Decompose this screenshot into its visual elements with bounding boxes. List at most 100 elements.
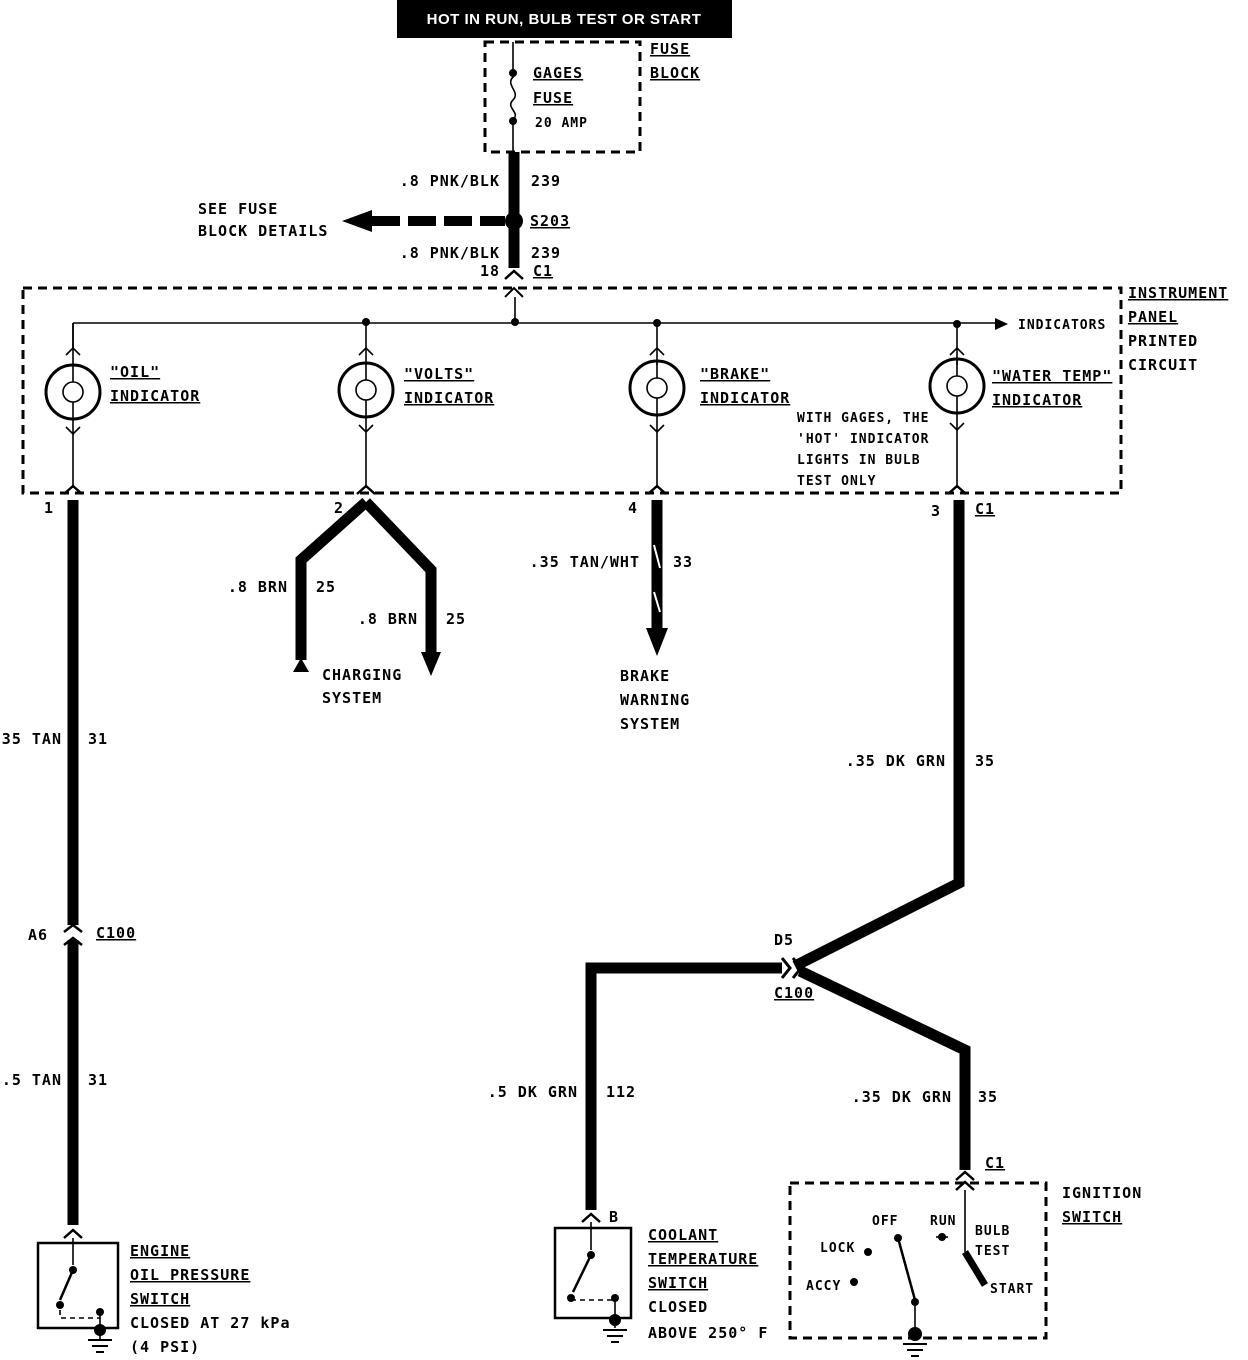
ip-label-line2: PANEL: [1128, 308, 1178, 326]
fuse-block-title-line1: FUSE: [650, 40, 690, 58]
supply-label-box: [397, 0, 732, 38]
oil-c100-connector: [63, 923, 83, 946]
brake-dest-line2: WARNING: [620, 691, 690, 709]
oil-switch-line4: CLOSED AT 27 kPa: [130, 1314, 291, 1332]
volts-left-wire-label: .8 BRN: [228, 578, 288, 596]
charging-system-right-arrow-icon: [421, 652, 441, 676]
feed-connector-symbol: [504, 269, 524, 280]
water-temp-bulb-icon: [928, 357, 986, 415]
brake-indicator-line1: "BRAKE": [700, 365, 770, 383]
pos-accy: ACCY: [806, 1279, 841, 1294]
fuse-rating: 20 AMP: [535, 116, 588, 131]
volts-wire-right: [362, 498, 437, 655]
brake-circuit: 33: [673, 553, 693, 571]
coolant-line2: TEMPERATURE: [648, 1250, 758, 1268]
supply-label: HOT IN RUN, BULB TEST OR START: [427, 11, 702, 28]
see-fuse-arrow-icon: [342, 210, 372, 232]
see-fuse-line2: BLOCK DETAILS: [198, 222, 328, 240]
ip-label-line4: CIRCUIT: [1128, 356, 1198, 374]
brake-dest-line1: BRAKE: [620, 667, 670, 685]
ip-label-line1: INSTRUMENT: [1128, 284, 1228, 302]
indicators-arrow-icon: [995, 318, 1008, 330]
water-pin: 3: [931, 502, 941, 520]
oil-upper-wire-label: .35 TAN: [0, 730, 62, 748]
coolant-line5: ABOVE 250° F: [648, 1324, 768, 1342]
ignition-blade: [896, 1237, 917, 1301]
ignition-switch: OFF RUN BULB TEST LOCK ACCY START: [788, 1180, 1048, 1357]
splice-name: S203: [530, 212, 570, 230]
ignition-start-contact: [962, 1250, 988, 1287]
water-note-line2: 'HOT' INDICATOR: [797, 432, 929, 447]
brake-dest-line3: SYSTEM: [620, 715, 680, 733]
water-temp-indicator-line2: INDICATOR: [992, 391, 1082, 409]
feed-connector-pin: 18: [480, 262, 500, 280]
water-note-line4: TEST ONLY: [797, 474, 876, 489]
ignition-title-line1: IGNITION: [1062, 1184, 1142, 1202]
charging-system-line2: SYSTEM: [322, 689, 382, 707]
ignition-wire: [797, 966, 971, 1170]
water-note-line3: LIGHTS IN BULB: [797, 453, 921, 468]
ignition-title-line2: SWITCH: [1062, 1208, 1122, 1226]
fuse-block-title-line2: BLOCK: [650, 64, 700, 82]
oil-lower-wire-label: .5 TAN: [2, 1071, 62, 1089]
brake-warning-arrow-icon: [646, 628, 668, 656]
volts-pin: 2: [334, 499, 344, 517]
pos-off: OFF: [872, 1214, 898, 1229]
brake-bulb-icon: [628, 359, 686, 417]
water-c100-connector: [780, 957, 803, 979]
oil-connector-pin: A6: [28, 926, 48, 944]
fuse-name-line1: GAGES: [533, 64, 583, 82]
pos-start: START: [990, 1282, 1034, 1297]
feed-connector-name: C1: [533, 262, 553, 280]
ignition-ground-icon: [903, 1343, 927, 1357]
feed-upper-circuit: 239: [531, 172, 561, 190]
coolant-circuit: 112: [606, 1083, 636, 1101]
ip-label-line3: PRINTED: [1128, 332, 1198, 350]
brake-wire-label: .35 TAN/WHT: [530, 553, 640, 571]
volts-indicator: "VOLTS" INDICATOR: [337, 323, 493, 488]
oil-indicator-line1: "OIL": [110, 363, 160, 381]
coolant-line4: CLOSED: [648, 1298, 708, 1316]
charging-system-left-terminal: [293, 658, 309, 672]
coolant-wire-label: .5 DK GRN: [488, 1083, 578, 1101]
oil-pressure-switch: [36, 1238, 120, 1353]
brake-indicator-line2: INDICATOR: [700, 389, 790, 407]
oil-switch-line3: SWITCH: [130, 1290, 190, 1308]
ignition-connector-name: C1: [985, 1154, 1005, 1172]
oil-upper-circuit: 31: [88, 730, 108, 748]
feed-lower-circuit: 239: [531, 244, 561, 262]
instrument-panel-box: [21, 286, 1123, 495]
oil-switch-line2: OIL PRESSURE: [130, 1266, 250, 1284]
water-temp-indicator-line1: "WATER TEMP": [992, 367, 1112, 385]
water-note-line1: WITH GAGES, THE: [797, 411, 929, 426]
water-connector-name: C100: [774, 984, 814, 1002]
pos-lock: LOCK: [820, 1241, 855, 1256]
ip-connector-name: C1: [975, 500, 995, 518]
coolant-switch-ground-icon: [603, 1329, 627, 1343]
pos-run: RUN: [930, 1214, 956, 1229]
water-upper-wire-label: .35 DK GRN: [846, 752, 946, 770]
indicators-label: INDICATORS: [1018, 318, 1106, 333]
oil-indicator-line2: INDICATOR: [110, 387, 200, 405]
pos-bulb: BULB: [975, 1224, 1010, 1239]
brake-pin: 4: [628, 499, 638, 517]
oil-switch-ground-icon: [88, 1339, 112, 1353]
volts-right-wire-label: .8 BRN: [358, 610, 418, 628]
water-wire-upper: [792, 500, 965, 971]
water-upper-circuit: 35: [975, 752, 995, 770]
brake-indicator: "BRAKE" INDICATOR: [628, 323, 790, 488]
volts-indicator-line1: "VOLTS": [404, 365, 474, 383]
oil-indicator: "OIL" INDICATOR: [44, 323, 200, 488]
feed-upper-wire-label: .8 PNK/BLK: [400, 172, 500, 190]
volts-bulb-icon: [337, 361, 395, 419]
charging-system-line1: CHARGING: [322, 666, 402, 684]
oil-switch-line5: (4 PSI): [130, 1338, 200, 1356]
coolant-temp-switch: [553, 1222, 633, 1343]
water-connector-pin: D5: [774, 931, 794, 949]
see-fuse-line1: SEE FUSE: [198, 200, 278, 218]
volts-wire-left: [295, 497, 370, 660]
fuse-icon: [509, 76, 517, 121]
oil-lower-circuit: 31: [88, 1071, 108, 1089]
water-temp-indicator: "WATER TEMP" INDICATOR: [928, 324, 1112, 488]
